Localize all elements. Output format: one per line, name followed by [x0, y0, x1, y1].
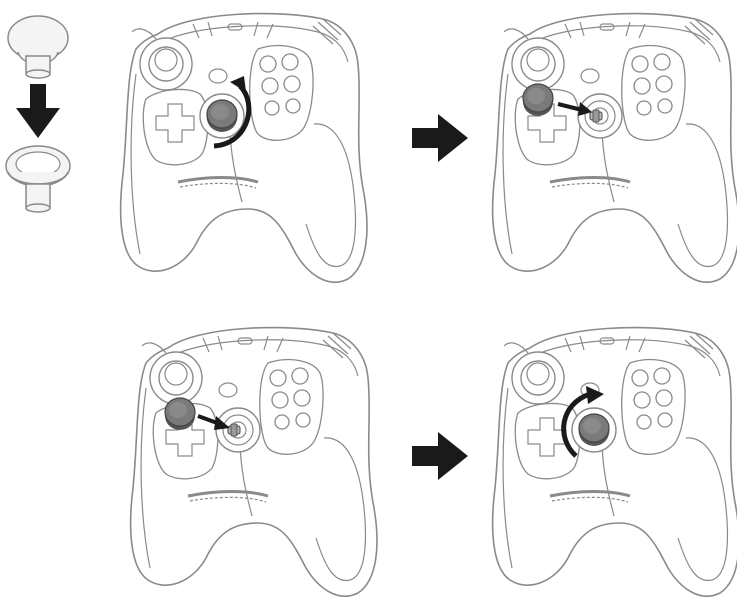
stick-cap-icon: [206, 99, 238, 133]
insert-arrow-icon: [197, 414, 230, 430]
right-arrow-icon: [412, 432, 468, 480]
controller-step-4: [491, 326, 737, 597]
controller-step-3: [129, 326, 379, 597]
rotate-arrow-icon: [561, 386, 604, 458]
stick-cap-icon: [164, 397, 196, 431]
insert-arrow-icon: [557, 102, 592, 116]
spare-stick-cap-mushroom: [7, 15, 69, 79]
controller-step-2: [491, 12, 737, 284]
stick-cap-icon: [578, 413, 610, 447]
down-arrow-icon: [16, 84, 60, 138]
right-arrow-icon: [412, 114, 468, 162]
controller-step-1: [119, 12, 369, 284]
spare-stick-cap-concave: [5, 145, 71, 213]
stick-cap-icon: [522, 83, 554, 117]
rotate-arrow-icon: [213, 76, 252, 149]
